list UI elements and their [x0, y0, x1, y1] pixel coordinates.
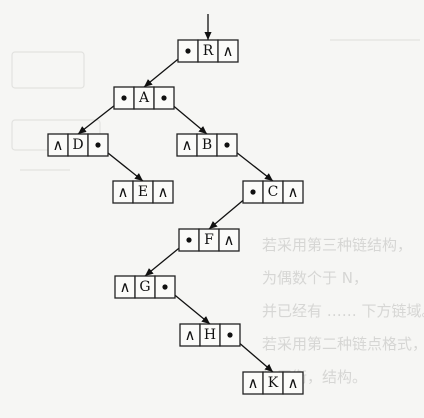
- svg-text:若采用第三种链结构，: 若采用第三种链结构，: [262, 236, 412, 254]
- node-A-left-pointer-dot: [121, 95, 127, 101]
- node-F: F∧: [178, 228, 240, 252]
- node-G-right-pointer-dot: [162, 284, 168, 290]
- node-E-right-cell: [152, 180, 174, 204]
- node-G: G∧: [114, 275, 176, 299]
- node-D-left-null-mark: ∧: [53, 136, 64, 154]
- node-H: H∧: [179, 323, 241, 347]
- node-K: K ∧ ∧: [242, 371, 304, 395]
- node-D: D∧: [47, 133, 109, 157]
- node-K-left-null-mark: ∧: [248, 374, 259, 392]
- node-K-right-cell: [282, 371, 304, 395]
- node-B: B∧: [176, 133, 238, 157]
- node-B-left-null-mark: ∧: [182, 136, 193, 154]
- node-K-right-null-mark: ∧: [288, 374, 299, 392]
- svg-text:若采用第二种链点格式，: 若采用第二种链点格式，: [262, 335, 424, 353]
- tree-nodes: R∧AD∧B∧E∧∧C∧F∧G∧H∧K∧∧: [47, 39, 304, 395]
- node-E-right-null-mark: ∧: [158, 183, 169, 201]
- node-G-left-null-mark: ∧: [120, 278, 131, 296]
- node-C: C∧: [242, 180, 304, 204]
- node-B-label: B: [202, 137, 212, 153]
- node-F-left-pointer-dot: [186, 237, 192, 243]
- node-H-right-pointer-dot: [227, 332, 233, 338]
- node-F-right-null-mark: ∧: [224, 231, 235, 249]
- node-R-right-null-mark: ∧: [223, 42, 234, 60]
- node-B-right-pointer-dot: [224, 142, 230, 148]
- node-K-label: K: [268, 375, 279, 391]
- node-C-right-null-mark: ∧: [288, 183, 299, 201]
- node-D-right-pointer-dot: [95, 142, 101, 148]
- node-R-left-pointer-dot: [185, 48, 191, 54]
- node-E: E ∧ ∧: [112, 180, 174, 204]
- svg-text:为偶数个于 N，: 为偶数个于 N，: [262, 269, 368, 287]
- node-C-right-cell: [282, 180, 304, 204]
- node-D-label: D: [72, 137, 83, 153]
- node-A-right-pointer-dot: [161, 95, 167, 101]
- svg-text:并已经有 …… 下方链域。: 并已经有 …… 下方链域。: [262, 302, 424, 320]
- node-G-label: G: [139, 279, 150, 295]
- node-R: R∧: [177, 39, 239, 63]
- node-F-label: F: [204, 232, 214, 248]
- node-R-right-cell: [217, 39, 239, 63]
- node-A: A: [113, 86, 175, 110]
- node-E-left-null-mark: ∧: [118, 183, 129, 201]
- node-H-left-null-mark: ∧: [185, 326, 196, 344]
- node-A-label: A: [138, 90, 150, 106]
- node-C-left-pointer-dot: [250, 189, 256, 195]
- node-F-right-cell: [218, 228, 240, 252]
- node-C-label: C: [268, 184, 279, 200]
- node-E-label: E: [138, 184, 148, 200]
- node-R-label: R: [203, 43, 214, 59]
- node-H-label: H: [204, 327, 216, 343]
